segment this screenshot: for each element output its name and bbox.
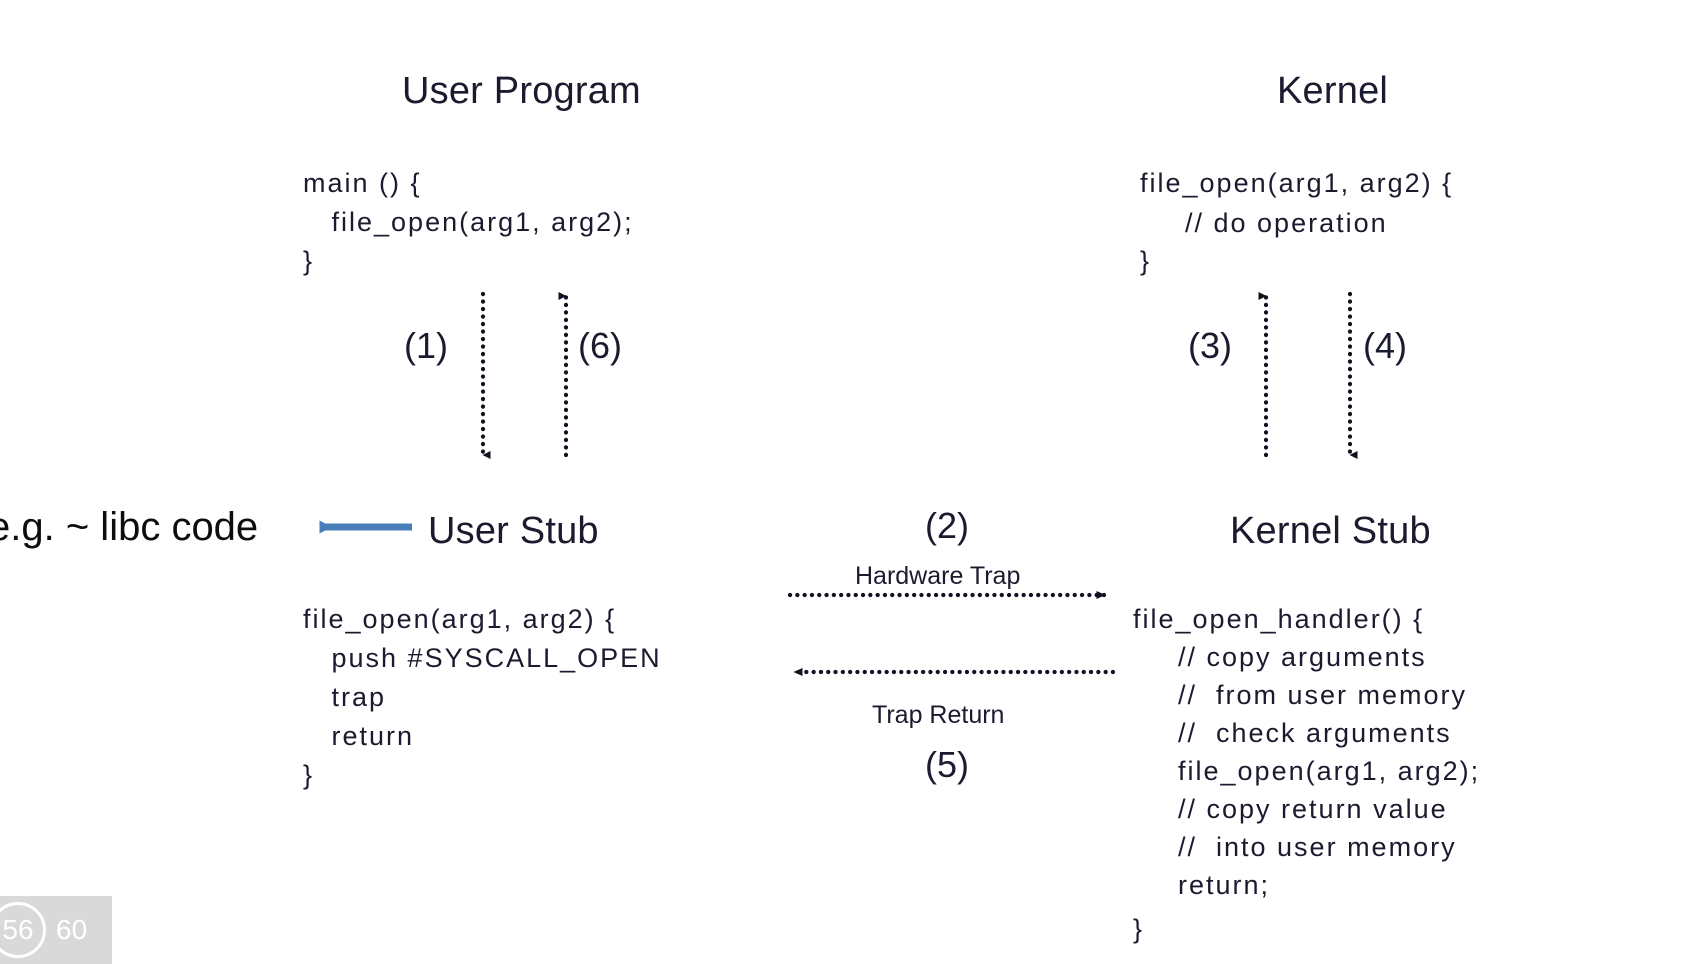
step-label-1: (1)	[404, 325, 448, 366]
slide-total-number: 60	[56, 914, 88, 945]
code-kernel-stub-comment-copy-return: // copy return value	[1178, 794, 1448, 824]
heading-kernel: Kernel	[1277, 70, 1389, 112]
code-kernel-impl-comment: // do operation	[1185, 208, 1388, 238]
code-kernel-stub-close: }	[1133, 914, 1145, 944]
label-trap-return: Trap Return	[872, 701, 1005, 729]
label-hardware-trap: Hardware Trap	[855, 562, 1021, 590]
code-user-main: main () { file_open(arg1, arg2); }	[303, 168, 634, 276]
slide-counter[interactable]: 56 60	[0, 896, 112, 964]
code-kernel-stub-return: return;	[1178, 870, 1271, 900]
heading-user-stub: User Stub	[428, 510, 599, 552]
step-label-4: (4)	[1363, 325, 1407, 366]
code-kernel-impl-open: file_open(arg1, arg2) {	[1140, 168, 1454, 198]
code-kernel-stub-comment-check-args: // check arguments	[1178, 718, 1452, 748]
code-kernel-stub-open: file_open_handler() {	[1133, 604, 1425, 634]
step-label-2: (2)	[925, 505, 969, 546]
step-label-3: (3)	[1188, 325, 1232, 366]
code-kernel-stub-comment-from-user-memory: // from user memory	[1178, 680, 1468, 710]
heading-user-program: User Program	[402, 70, 641, 112]
code-user-stub: file_open(arg1, arg2) { push #SYSCALL_OP…	[303, 604, 662, 790]
step-label-5: (5)	[925, 744, 969, 785]
code-kernel-impl-close: }	[1140, 246, 1152, 276]
code-kernel-stub-comment-copy-args: // copy arguments	[1178, 642, 1427, 672]
step-label-6: (6)	[578, 325, 622, 366]
heading-kernel-stub: Kernel Stub	[1230, 510, 1431, 552]
annotation-libc-note: e.g. ~ libc code	[0, 505, 259, 549]
code-kernel-stub-call: file_open(arg1, arg2);	[1178, 756, 1481, 786]
code-kernel-stub-comment-into-user-memory: // into user memory	[1178, 832, 1457, 862]
slide-current-number: 56	[0, 902, 46, 958]
